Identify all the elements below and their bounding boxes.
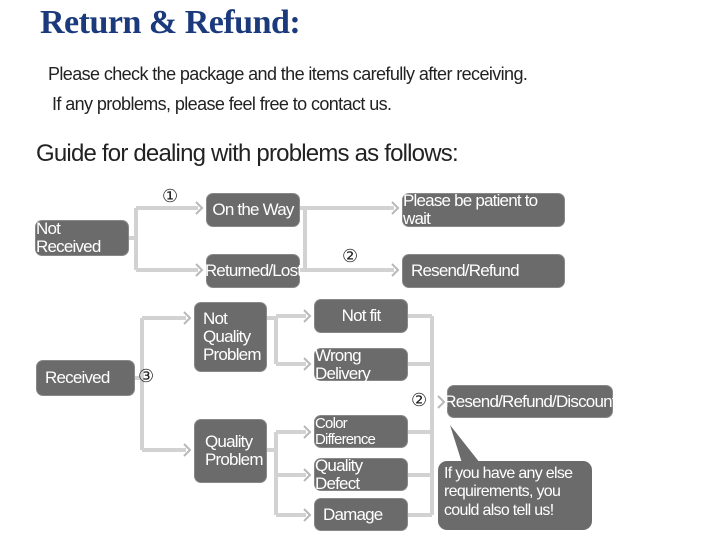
node-on-the-way: On the Way (207, 194, 299, 226)
node-damage: Damage (315, 499, 407, 530)
note-speech-bubble: If you have any else requirements, you c… (438, 461, 592, 530)
step-marker-2b: ② (411, 390, 428, 411)
node-color-difference: Color Difference (315, 415, 407, 447)
node-received: Received (37, 361, 134, 395)
node-please-wait: Please be patient to wait (403, 192, 564, 227)
node-not-quality-problem: Not Quality Problem (195, 303, 266, 371)
node-quality-problem: Quality Problem (195, 420, 266, 482)
node-quality-defect: Quality Defect (315, 456, 407, 492)
step-marker-2: ② (342, 246, 359, 267)
node-not-received: Not Received (36, 220, 128, 255)
node-returned-lost: Returned/Lost (205, 255, 302, 287)
instruction-line-1: Please check the package and the items c… (48, 64, 528, 84)
node-resend-refund-discount: Resend/Refund/Discount (444, 386, 617, 417)
speech-bubble-tail (450, 425, 480, 463)
node-resend-refund: Resend/Refund (403, 255, 564, 287)
step-marker-3: ③ (138, 366, 155, 387)
guide-heading: Guide for dealing with problems as follo… (36, 140, 459, 167)
step-marker-1: ① (162, 186, 179, 207)
node-wrong-delivery: Wrong Delivery (315, 346, 407, 382)
node-not-fit: Not fit (315, 300, 407, 332)
instruction-line-2: If any problems, please feel free to con… (52, 94, 392, 114)
page-title: Return & Refund: (40, 4, 301, 41)
